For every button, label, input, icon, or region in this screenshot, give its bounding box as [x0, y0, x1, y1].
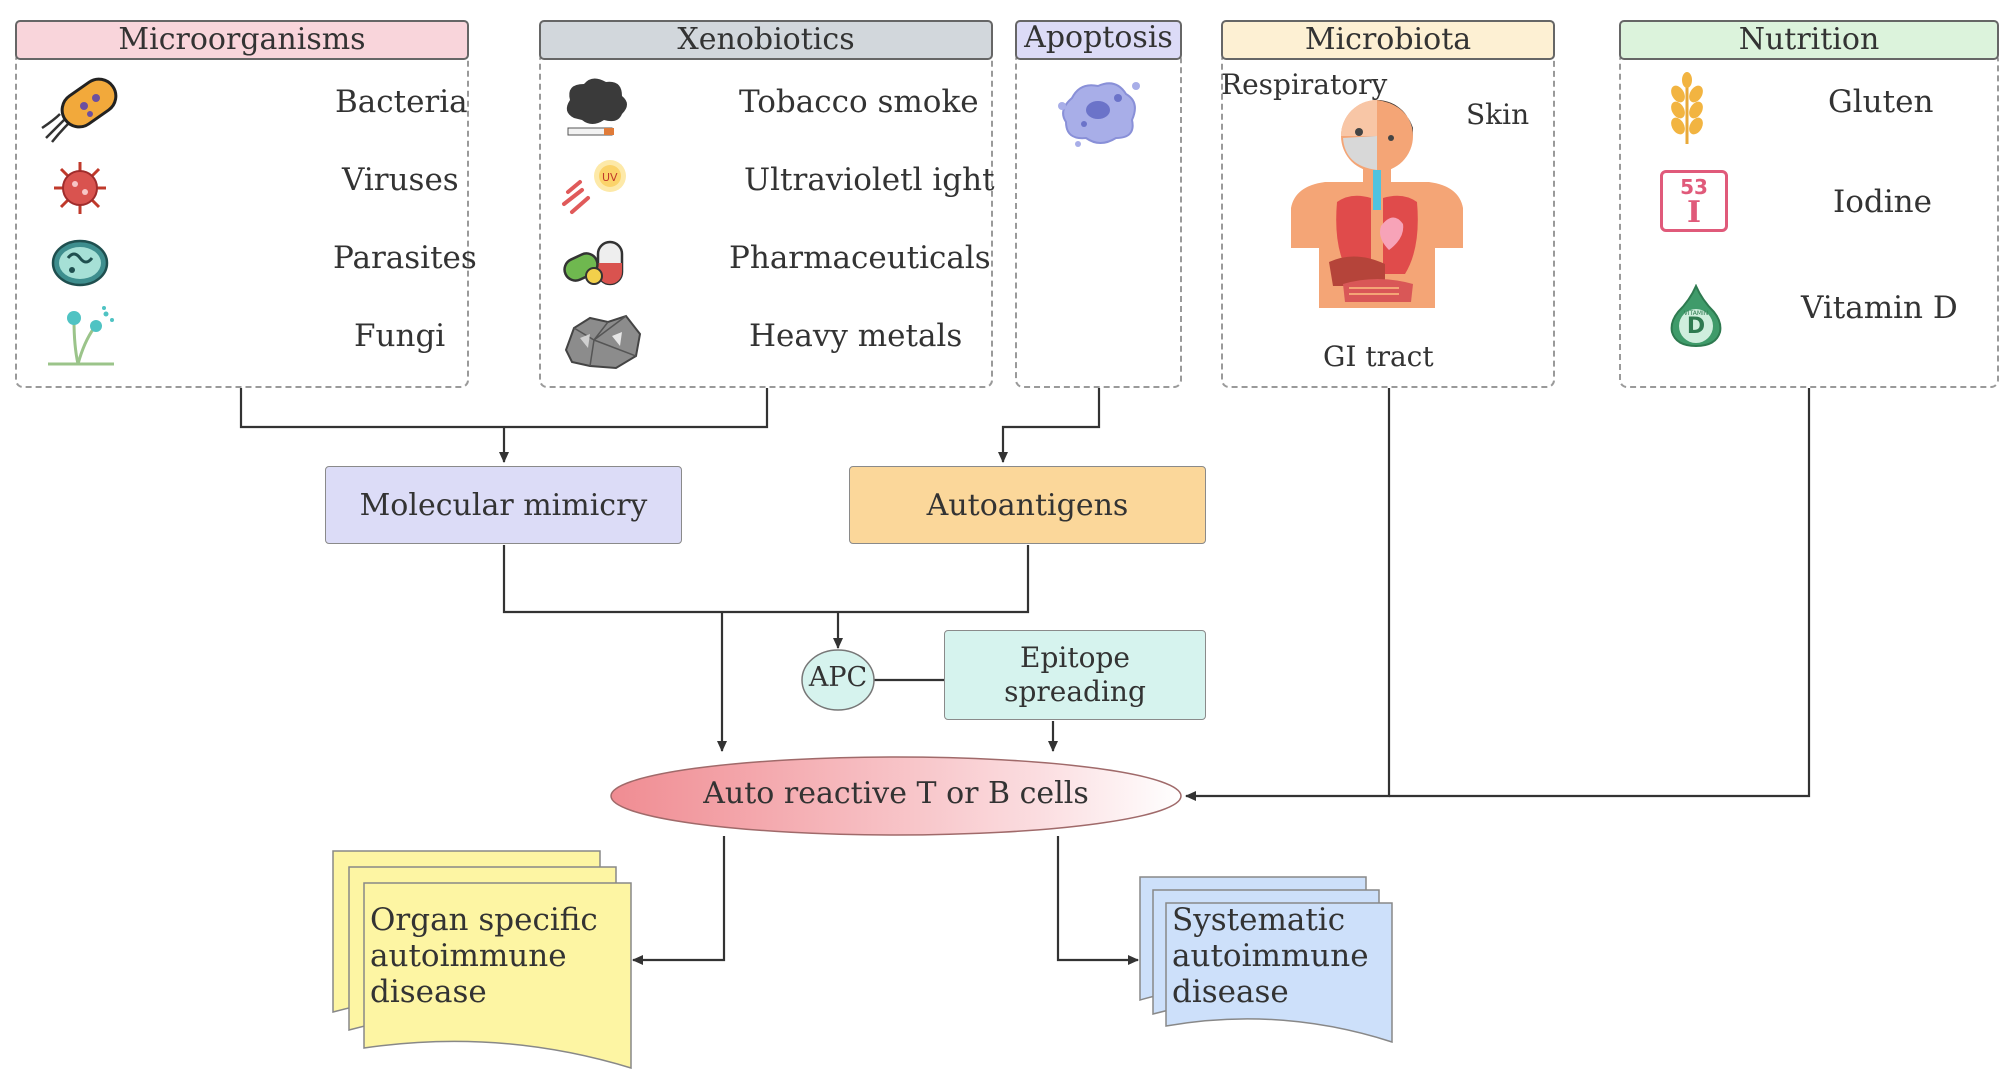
epitope-spreading-node: Epitope spreading	[944, 630, 1206, 720]
bacteria-icon	[41, 77, 118, 143]
fungi-label: Fungi	[354, 318, 446, 354]
gi-tract-label: GI tract	[1323, 340, 1434, 373]
connector-nutrition-cells	[1389, 388, 1811, 798]
iodine-number: 53	[1680, 175, 1708, 199]
iodine-icon: 53 I	[1660, 170, 1728, 232]
connector-microorganisms-mimicry	[239, 388, 769, 429]
ultraviolet-icon: UV	[562, 160, 626, 214]
wheat-icon	[1671, 72, 1703, 144]
systematic-document-stack	[1139, 876, 1393, 1044]
vitamin-d-label: Vitamin D	[1801, 290, 1958, 326]
fungi-icon	[48, 306, 114, 366]
respiratory-label: Respiratory	[1221, 68, 1388, 101]
microorganisms-header: Microorganisms	[15, 20, 469, 60]
connector-cells-organ	[632, 836, 726, 965]
virus-icon	[54, 162, 106, 214]
pharmaceuticals-label: Pharmaceuticals	[729, 240, 991, 276]
tobacco-smoke-icon	[566, 78, 627, 136]
vitamin-d-icon: VITAMIN D	[1666, 284, 1726, 348]
molecular-mimicry-node: Molecular mimicry	[325, 466, 682, 544]
tobacco-smoke-label: Tobacco smoke	[739, 84, 979, 120]
iodine-symbol: I	[1686, 195, 1702, 230]
xenobiotics-header: Xenobiotics	[539, 20, 993, 60]
nutrition-header: Nutrition	[1619, 20, 1999, 60]
organ-specific-disease-node: Organ specific autoimmune disease	[370, 902, 598, 1010]
gluten-label: Gluten	[1828, 84, 1934, 120]
parasite-icon	[51, 239, 109, 287]
heavy-metals-label: Heavy metals	[749, 318, 963, 354]
apoptotic-cell-icon	[1058, 82, 1140, 147]
ultraviolet-label: Ultravioletl ight	[744, 162, 995, 198]
bacteria-label: Bacteria	[335, 84, 468, 120]
organ-specific-document-stack	[332, 850, 632, 1070]
apoptosis-header: Apoptosis	[1015, 20, 1182, 60]
vitamin-d-symbol: D	[1686, 314, 1706, 339]
pills-icon	[563, 240, 624, 286]
auto-reactive-cells-node-shape	[610, 756, 1182, 836]
connector-microbiota-cells	[1185, 388, 1391, 801]
skin-label: Skin	[1466, 98, 1530, 131]
connector-cells-systematic	[1056, 836, 1139, 965]
vitamin-d-caption: VITAMIN	[1683, 310, 1709, 317]
connector-apoptosis-autoantigens	[998, 388, 1101, 463]
parasites-label: Parasites	[333, 240, 477, 276]
connector-mimicry-autoantigens	[502, 545, 1030, 614]
apc-node-label: APC	[808, 662, 868, 693]
viruses-label: Viruses	[342, 162, 459, 198]
autoantigens-node: Autoantigens	[849, 466, 1206, 544]
svg-text:UV: UV	[602, 171, 618, 184]
apc-node-shape	[801, 649, 875, 711]
auto-reactive-cells-node-label: Auto reactive T or B cells	[703, 776, 1089, 811]
iodine-label: Iodine	[1833, 184, 1932, 220]
systematic-disease-node: Systematic autoimmune disease	[1172, 902, 1369, 1010]
vitamin-d-drop-shape	[1670, 284, 1722, 348]
metal-ore-icon	[564, 314, 642, 370]
human-body-icon	[1291, 100, 1463, 308]
microbiota-header: Microbiota	[1221, 20, 1555, 60]
